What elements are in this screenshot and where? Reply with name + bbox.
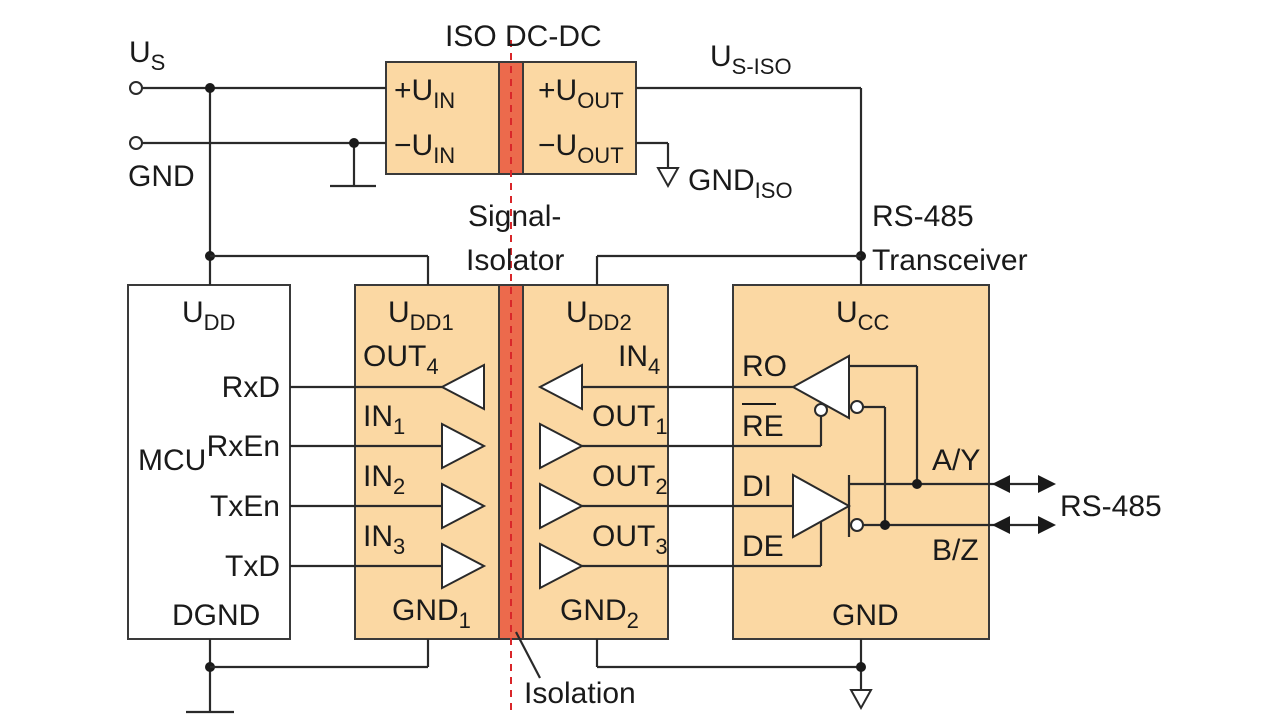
iso-pin-out3: OUT3 bbox=[592, 520, 668, 559]
ground-wires bbox=[186, 639, 873, 714]
transceiver-title-line1: RS-485 bbox=[872, 200, 974, 233]
transceiver-block bbox=[732, 284, 990, 640]
re-bubble bbox=[814, 403, 828, 417]
us-label: US bbox=[129, 36, 165, 75]
transceiver-title-line2: Transceiver bbox=[872, 244, 1028, 277]
mcu-rxd-label: RxD bbox=[222, 371, 280, 404]
mcu-txen-label: TxEn bbox=[210, 490, 280, 523]
gnd2-label: GND2 bbox=[560, 594, 639, 633]
buffer-in2 bbox=[441, 482, 487, 530]
re-label: RE bbox=[742, 410, 784, 443]
rs485-bus-label: RS-485 bbox=[1060, 490, 1162, 523]
iso-pin-out2: OUT2 bbox=[592, 460, 668, 499]
udd1-label: UDD1 bbox=[388, 296, 454, 335]
uin-neg-label: −UIN bbox=[394, 129, 455, 168]
mcu-dgnd-label: DGND bbox=[172, 599, 260, 632]
iso-pin-in4: IN4 bbox=[618, 340, 660, 379]
ay-label: A/Y bbox=[932, 444, 980, 477]
uout-pos-label: +UOUT bbox=[538, 74, 624, 113]
ucc-label: UCC bbox=[836, 296, 890, 335]
iso-pin-out4: OUT4 bbox=[363, 340, 439, 379]
bz-label: B/Z bbox=[932, 534, 979, 567]
iso-pin-in2: IN2 bbox=[363, 460, 405, 499]
buffer-out4 bbox=[439, 363, 485, 411]
buffer-in3 bbox=[441, 542, 487, 590]
ro-label: RO bbox=[742, 350, 787, 383]
rs485-bus-arrows bbox=[992, 475, 1056, 534]
mcu-udd-label: UDD bbox=[182, 296, 235, 335]
driver-triangle bbox=[792, 473, 852, 539]
uin-pos-label: +UIN bbox=[394, 74, 455, 113]
signal-wires bbox=[290, 385, 793, 568]
mcu-rxen-label: RxEn bbox=[207, 430, 280, 463]
gnd-label: GND bbox=[128, 160, 195, 193]
gnd1-label: GND1 bbox=[392, 594, 471, 633]
transceiver-internals bbox=[733, 354, 995, 568]
mcu-txd-label: TxD bbox=[225, 550, 280, 583]
di-label: DI bbox=[742, 470, 772, 503]
dcdc-title: ISO DC-DC bbox=[445, 20, 602, 53]
mcu-block bbox=[127, 284, 291, 640]
iso-pin-in3: IN3 bbox=[363, 520, 405, 559]
transceiver-gnd-label: GND bbox=[832, 599, 899, 632]
us-iso-label: US-ISO bbox=[710, 40, 792, 79]
iso-ground-symbol bbox=[849, 689, 873, 711]
iso-pin-out1: OUT1 bbox=[592, 400, 668, 439]
gnd-iso-label: GNDISO bbox=[688, 164, 793, 203]
gnd-iso-symbol bbox=[656, 167, 680, 189]
mcu-name-label: MCU bbox=[138, 444, 206, 477]
udd2-label: UDD2 bbox=[566, 296, 632, 335]
buffer-in4 bbox=[537, 363, 583, 411]
isolator-title-line2: Isolator bbox=[466, 244, 564, 277]
isolator-title-line1: Signal- bbox=[468, 200, 561, 233]
buffer-out1 bbox=[539, 422, 585, 470]
isolation-label: Isolation bbox=[524, 677, 636, 710]
buffer-out3 bbox=[539, 542, 585, 590]
buffer-in1 bbox=[441, 422, 487, 470]
us-terminal bbox=[129, 81, 143, 95]
power-wires bbox=[129, 81, 866, 285]
gnd-terminal bbox=[129, 136, 143, 150]
isolator-buffers bbox=[439, 363, 585, 590]
iso-pin-in1: IN1 bbox=[363, 400, 405, 439]
buffer-out2 bbox=[539, 482, 585, 530]
receiver-triangle bbox=[790, 354, 850, 420]
uout-neg-label: −UOUT bbox=[538, 129, 624, 168]
de-label: DE bbox=[742, 530, 784, 563]
